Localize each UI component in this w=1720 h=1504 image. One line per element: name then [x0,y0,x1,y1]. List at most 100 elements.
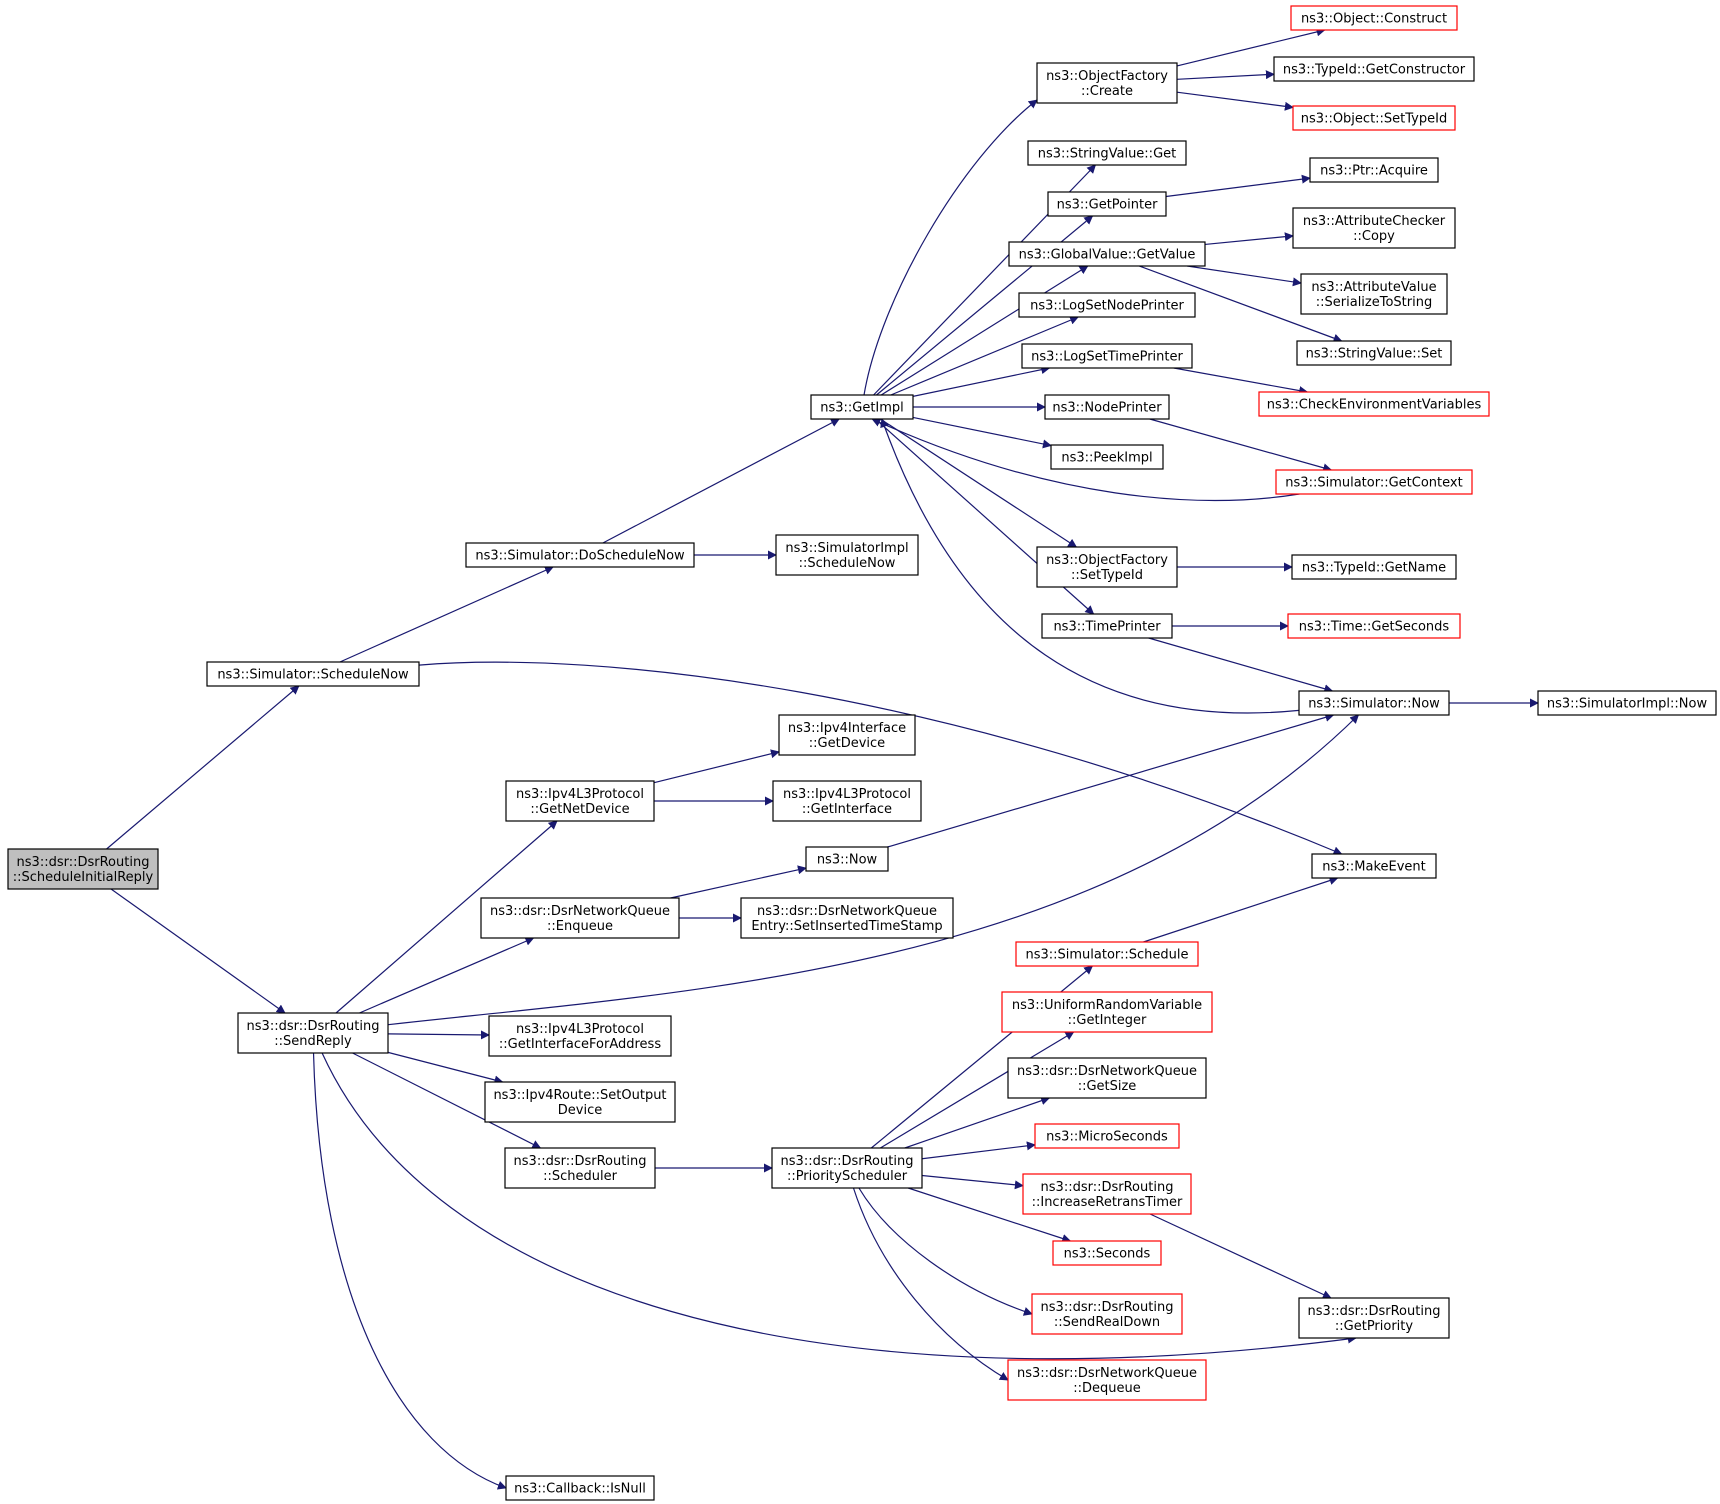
edge-gv_getvalue-to-av_serialize [1187,265,1302,287]
node-box [1300,273,1448,315]
edge-send_reply-to-nq_enqueue [359,937,535,1014]
node-label: ns3::Time::GetSeconds [1299,620,1450,635]
edge-dsr_prio-to-dsr_sendrealdown [858,1187,1033,1316]
node-label: ns3::LogSetTimePrinter [1031,350,1183,365]
node-box [484,1081,676,1123]
node-send_reply[interactable]: ns3::dsr::DsrRouting::SendReply [237,1012,389,1054]
node-label: Entry::SetInsertedTimeStamp [751,919,942,934]
node-simimpl_now[interactable]: ns3::SimulatorImpl::Now [1537,690,1717,716]
node-label: ns3::StringValue::Get [1038,147,1176,162]
edge-gv_getvalue-to-ac_copy [1204,232,1294,246]
node-gv_getvalue[interactable]: ns3::GlobalValue::GetValue [1008,241,1206,267]
node-box [805,846,889,872]
node-label: ::GetNetDevice [530,802,629,817]
node-label: ::GetPriority [1335,1319,1414,1334]
edge-dsr_prio-to-seconds [907,1187,1072,1243]
node-box [1298,1297,1450,1339]
edge-send_reply-to-dsr_scheduler [352,1052,542,1149]
node-simimpl_sched_now[interactable]: ns3::SimulatorImpl::ScheduleNow [775,534,919,576]
node-of_settypeid[interactable]: ns3::ObjectFactory::SetTypeId [1036,546,1178,588]
node-dsr_prio[interactable]: ns3::dsr::DsrRouting::PriorityScheduler [771,1147,923,1189]
node-sched_now[interactable]: ns3::Simulator::ScheduleNow [206,661,420,687]
node-label: ::Enqueue [547,919,613,934]
node-box [740,897,954,939]
node-box [1031,1293,1183,1335]
node-sim_now[interactable]: ns3::Simulator::Now [1298,690,1450,716]
node-label: ns3::dsr::DsrRouting [1308,1304,1441,1319]
node-check_env[interactable]: ns3::CheckEnvironmentVariables [1258,391,1490,417]
node-cb_isnull[interactable]: ns3::Callback::IsNull [505,1475,655,1501]
node-sim_schedule[interactable]: ns3::Simulator::Schedule [1015,941,1199,967]
node-box [505,780,655,822]
node-log_time[interactable]: ns3::LogSetTimePrinter [1021,343,1193,369]
node-typeid_getctor[interactable]: ns3::TypeId::GetConstructor [1273,56,1475,82]
node-l3_getnetdevice[interactable]: ns3::Ipv4L3Protocol::GetNetDevice [505,780,655,822]
node-label: ::SendRealDown [1054,1315,1160,1330]
node-get_impl[interactable]: ns3::GetImpl [810,394,914,420]
node-urv_getint[interactable]: ns3::UniformRandomVariable::GetInteger [1001,991,1213,1033]
node-ns3_now[interactable]: ns3::Now [805,846,889,872]
node-label: ::SendReply [274,1034,352,1049]
edge-of_create-to-obj_settypeid [1176,91,1294,111]
node-box [778,714,916,756]
node-get_pointer[interactable]: ns3::GetPointer [1047,191,1167,217]
node-node_printer[interactable]: ns3::NodePrinter [1044,394,1170,420]
node-seconds[interactable]: ns3::Seconds [1052,1240,1162,1266]
node-strval_set[interactable]: ns3::StringValue::Set [1296,340,1452,366]
node-box [1292,207,1456,249]
node-make_event[interactable]: ns3::MakeEvent [1311,853,1437,879]
node-nq_enqueue[interactable]: ns3::dsr::DsrNetworkQueue::Enqueue [480,897,680,939]
node-label: ns3::Simulator::Now [1308,697,1440,712]
node-obj_settypeid[interactable]: ns3::Object::SetTypeId [1292,105,1456,131]
node-nqe_setts[interactable]: ns3::dsr::DsrNetworkQueueEntry::SetInser… [740,897,954,939]
node-dsr_sendrealdown[interactable]: ns3::dsr::DsrRouting::SendRealDown [1031,1293,1183,1335]
node-box [810,394,914,420]
node-microseconds[interactable]: ns3::MicroSeconds [1034,1123,1180,1149]
node-log_node[interactable]: ns3::LogSetNodePrinter [1018,292,1196,318]
node-root[interactable]: ns3::dsr::DsrRouting::ScheduleInitialRep… [7,848,159,890]
edge-get_impl-to-log_time [912,365,1051,397]
node-box [1050,444,1164,470]
node-box [1027,140,1187,166]
node-ac_copy[interactable]: ns3::AttributeChecker::Copy [1292,207,1456,249]
edge-send_reply-to-l3_getifaddr [387,1030,490,1040]
node-sim_getcontext[interactable]: ns3::Simulator::GetContext [1275,469,1473,495]
node-time_getseconds[interactable]: ns3::Time::GetSeconds [1287,613,1461,639]
node-obj_construct[interactable]: ns3::Object::Construct [1290,5,1458,31]
node-dsr_scheduler[interactable]: ns3::dsr::DsrRouting::Scheduler [504,1147,656,1189]
node-ptr_acquire[interactable]: ns3::Ptr::Acquire [1309,157,1439,183]
node-label: ns3::Simulator::DoScheduleNow [475,549,685,564]
node-label: ::Create [1081,84,1133,99]
node-label: ::GetInterface [802,802,892,817]
node-typeid_getname[interactable]: ns3::TypeId::GetName [1291,554,1457,580]
node-l3_getinterface[interactable]: ns3::Ipv4L3Protocol::GetInterface [772,780,922,822]
edge-send_reply-to-l3_getnetdevice [335,820,558,1014]
node-nq_getsize[interactable]: ns3::dsr::DsrNetworkQueue::GetSize [1007,1057,1207,1099]
node-label: ns3::dsr::DsrRouting [781,1154,914,1169]
node-of_create[interactable]: ns3::ObjectFactory::Create [1036,62,1178,104]
node-strval_get[interactable]: ns3::StringValue::Get [1027,140,1187,166]
node-label: ::Scheduler [543,1169,617,1184]
node-av_serialize[interactable]: ns3::AttributeValue::SerializeToString [1300,273,1448,315]
node-l3_getifaddr[interactable]: ns3::Ipv4L3Protocol::GetInterfaceForAddr… [488,1015,672,1057]
node-dsr_incretrans[interactable]: ns3::dsr::DsrRouting::IncreaseRetransTim… [1022,1173,1192,1215]
node-label: ns3::Ptr::Acquire [1320,164,1428,179]
node-label: ns3::Seconds [1064,1247,1151,1262]
edge-time_printer-to-sim_now [1148,637,1334,694]
node-label: ns3::NodePrinter [1052,401,1162,416]
node-box [1036,62,1178,104]
node-box [772,780,922,822]
edge-get_impl-to-gv_getvalue [880,265,1089,396]
node-time_printer[interactable]: ns3::TimePrinter [1041,613,1173,639]
node-label: ns3::Ipv4L3Protocol [516,787,644,802]
node-peek_impl[interactable]: ns3::PeekImpl [1050,444,1164,470]
node-nq_dequeue[interactable]: ns3::dsr::DsrNetworkQueue::Dequeue [1007,1359,1207,1401]
node-label: ns3::Ipv4Interface [788,721,906,736]
edge-get_pointer-to-ptr_acquire [1165,174,1311,198]
node-do_sched_now[interactable]: ns3::Simulator::DoScheduleNow [465,542,695,568]
node-ipv4if_getdevice[interactable]: ns3::Ipv4Interface::GetDevice [778,714,916,756]
node-dsr_getprio[interactable]: ns3::dsr::DsrRouting::GetPriority [1298,1297,1450,1339]
edges-layer [106,27,1539,1490]
node-box [505,1475,655,1501]
